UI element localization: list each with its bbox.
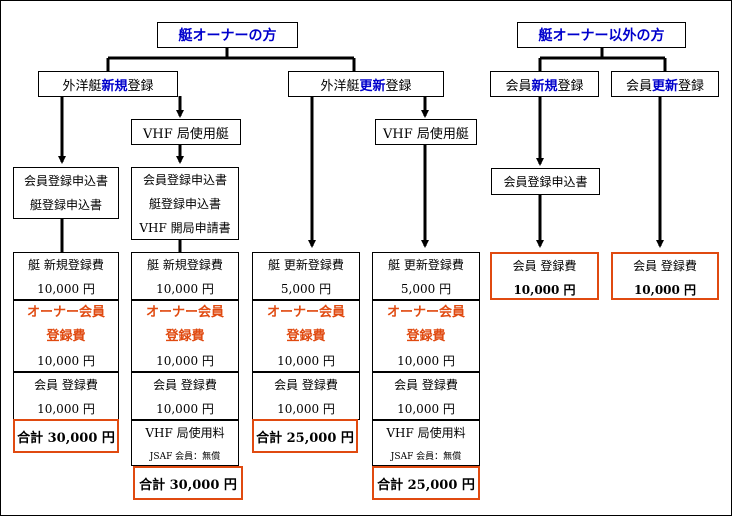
owner-member-label-2: 登録費 [46, 329, 86, 344]
boat-new-fee-label: 艇 新規登録費 [28, 258, 104, 272]
boat-renew-fee-box: 艇 更新登録費 5,000 円 [252, 252, 360, 300]
boat-new-fee-amount: 10,000 円 [37, 282, 95, 296]
label-suffix: 登録 [557, 78, 584, 94]
boat-renew-fee-amount: 5,000 円 [280, 282, 332, 296]
total-foreign-new: 合計 30,000 円 [13, 419, 119, 453]
jsaf-member-free-note: JSAF 会員：無償 [149, 452, 221, 462]
label-prefix: 外洋艇 [320, 78, 360, 94]
label-highlight: 更新 [651, 78, 678, 94]
member-application-form: 会員登録申込書 [23, 174, 108, 188]
member-fee-box-renew: 会員 登録費 10,000 円 [252, 372, 360, 420]
boat-application-form: 艇登録申込書 [148, 196, 221, 211]
boat-application-form: 艇登録申込書 [29, 198, 102, 212]
owner-member-fee-box-renew: オーナー会員 登録費 10,000 円 [252, 300, 360, 372]
label-suffix: 登録 [678, 78, 705, 94]
member-fee-amount: 10,000 円 [513, 283, 576, 297]
vhf-usage-fee-box: VHF 局使用料 JSAF 会員：無償 [131, 420, 239, 466]
total-amount: 合計 25,000 円 [256, 430, 354, 446]
boat-renew-fee-label: 艇 更新登録費 [388, 258, 464, 272]
vhf-label: VHF 局使用艇 [383, 126, 469, 142]
owner-member-amount: 10,000 円 [277, 354, 335, 368]
member-renew-registration: 会員更新登録 [611, 71, 719, 97]
member-fee-amount: 10,000 円 [37, 402, 95, 416]
total-amount: 合計 30,000 円 [139, 477, 237, 493]
owner-title-text: 艇オーナーの方 [178, 28, 277, 44]
label-prefix: 外洋艇 [62, 78, 102, 94]
member-application-form: 会員登録申込書 [142, 172, 227, 187]
foreign-boat-renew-registration: 外洋艇更新登録 [288, 71, 444, 97]
member-fee-label: 会員 登録費 [34, 378, 98, 392]
member-fee-box-vhf: 会員 登録費 10,000 円 [131, 372, 239, 420]
non-owner-title: 艇オーナー以外の方 [517, 22, 686, 48]
non-owner-title-text: 艇オーナー以外の方 [538, 28, 665, 44]
member-new-fee-box: 会員 登録費 10,000 円 [490, 252, 599, 300]
member-fee-label: 会員 登録費 [633, 259, 697, 273]
boat-renew-fee-box-vhf: 艇 更新登録費 5,000 円 [372, 252, 480, 300]
boat-renew-fee-label: 艇 更新登録費 [268, 258, 344, 272]
boat-new-fee-box-vhf: 艇 新規登録費 10,000 円 [131, 252, 239, 300]
owner-member-fee-box-vhf-renew: オーナー会員 登録費 10,000 円 [372, 300, 480, 372]
vhf-label: VHF 局使用艇 [143, 126, 229, 142]
label-suffix: 登録 [385, 78, 412, 94]
boat-renew-fee-amount: 5,000 円 [400, 282, 452, 296]
owner-member-label: オーナー会員 [145, 305, 224, 320]
member-fee-label: 会員 登録費 [394, 378, 458, 392]
owner-member-amount: 10,000 円 [397, 354, 455, 368]
owner-member-label: オーナー会員 [266, 305, 345, 320]
forms-member-new: 会員登録申込書 [491, 168, 600, 195]
member-fee-box-vhf-renew: 会員 登録費 10,000 円 [372, 372, 480, 420]
member-fee-amount: 10,000 円 [633, 283, 697, 297]
owner-member-amount: 10,000 円 [37, 354, 95, 368]
label-suffix: 登録 [127, 78, 154, 94]
member-renew-fee-box: 会員 登録費 10,000 円 [611, 252, 719, 300]
jsaf-member-free-note: JSAF 会員：無償 [390, 452, 462, 462]
vhf-boat-new: VHF 局使用艇 [131, 119, 241, 145]
label-prefix: 会員 [505, 78, 532, 94]
total-foreign-renew: 合計 25,000 円 [252, 419, 358, 453]
member-fee-label: 会員 登録費 [153, 378, 217, 392]
foreign-boat-new-registration: 外洋艇新規登録 [38, 71, 178, 97]
owner-member-label: オーナー会員 [386, 305, 465, 320]
boat-new-fee-amount: 10,000 円 [156, 282, 214, 296]
member-fee-label: 会員 登録費 [274, 378, 338, 392]
vhf-usage-fee-label: VHF 局使用料 [145, 426, 225, 440]
vhf-usage-fee-label: VHF 局使用料 [386, 426, 466, 440]
member-new-registration: 会員新規登録 [490, 71, 599, 97]
label-highlight: 新規 [531, 78, 558, 94]
owner-member-fee-box: オーナー会員 登録費 10,000 円 [13, 300, 119, 372]
total-vhf-renew: 合計 25,000 円 [372, 466, 480, 500]
vhf-license-application: VHF 開局申請書 [139, 220, 231, 235]
boat-new-fee-box: 艇 新規登録費 10,000 円 [13, 252, 119, 300]
owner-member-label-2: 登録費 [406, 329, 446, 344]
forms-foreign-new: 会員登録申込書 艇登録申込書 [13, 167, 119, 219]
forms-vhf-new: 会員登録申込書 艇登録申込書 VHF 開局申請書 [131, 167, 239, 240]
total-amount: 合計 25,000 円 [377, 477, 475, 493]
owner-member-label: オーナー会員 [26, 305, 105, 320]
owner-title: 艇オーナーの方 [157, 22, 298, 48]
member-fee-box: 会員 登録費 10,000 円 [13, 372, 119, 420]
label-highlight: 新規 [101, 78, 128, 94]
vhf-boat-renew: VHF 局使用艇 [375, 119, 477, 145]
total-amount: 合計 30,000 円 [17, 430, 115, 446]
member-fee-label: 会員 登録費 [512, 259, 577, 273]
owner-member-label-2: 登録費 [286, 329, 326, 344]
owner-member-fee-box-vhf: オーナー会員 登録費 10,000 円 [131, 300, 239, 372]
member-fee-amount: 10,000 円 [277, 402, 335, 416]
member-application-form: 会員登録申込書 [503, 174, 588, 189]
member-fee-amount: 10,000 円 [156, 402, 214, 416]
owner-member-amount: 10,000 円 [156, 354, 214, 368]
label-prefix: 会員 [625, 78, 652, 94]
owner-member-label-2: 登録費 [165, 329, 205, 344]
label-highlight: 更新 [359, 78, 386, 94]
vhf-usage-fee-box-renew: VHF 局使用料 JSAF 会員：無償 [372, 420, 480, 466]
boat-new-fee-label: 艇 新規登録費 [147, 258, 223, 272]
total-vhf-new: 合計 30,000 円 [133, 466, 243, 500]
member-fee-amount: 10,000 円 [397, 402, 455, 416]
